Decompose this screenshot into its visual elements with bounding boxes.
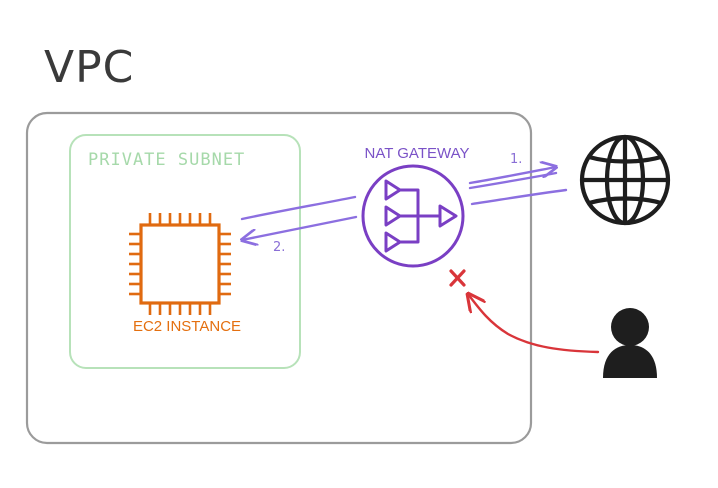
ec2-nat-flow [240, 195, 358, 240]
flow-nat-to-ec2-arrow [242, 215, 358, 240]
ec2-chip-icon [129, 213, 231, 315]
globe-icon [579, 134, 671, 226]
nat-internet-flow [468, 167, 568, 206]
nat-gateway-icon [361, 164, 465, 268]
private-subnet-boundary [69, 134, 301, 369]
flow-nat-to-internet-line [468, 171, 558, 190]
x-mark-icon [449, 269, 466, 287]
step-2-label: 2. [273, 240, 285, 255]
ec2-instance-label: EC2 INSTANCE [133, 318, 241, 335]
blocked-inbound-arrow [468, 294, 600, 354]
flow-internet-to-nat-line [470, 188, 568, 206]
vpc-title: VPC [44, 42, 134, 93]
step-1-label: 1. [510, 152, 522, 167]
user-icon [603, 308, 657, 378]
vpc-boundary [25, 111, 533, 445]
private-subnet-title: PRIVATE SUBNET [88, 150, 245, 170]
flow-nat-to-internet-arrow [468, 167, 556, 185]
flow-ec2-to-nat-line [240, 195, 357, 221]
nat-gateway-label: NAT GATEWAY [364, 145, 469, 162]
